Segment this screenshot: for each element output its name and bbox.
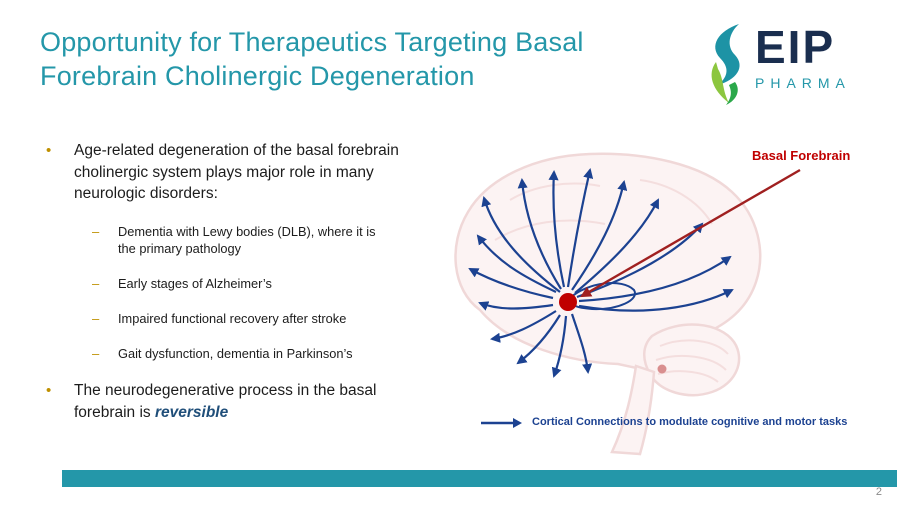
legend: Cortical Connections to modulate cogniti… <box>480 416 880 429</box>
dash-marker: – <box>92 224 100 240</box>
logo-pharma-text: PHARMA <box>755 74 851 91</box>
eip-pharma-logo: EIP PHARMA <box>703 22 851 106</box>
brain-outline <box>454 152 762 456</box>
bullet-marker: • <box>46 142 52 159</box>
legend-arrow-icon <box>481 417 522 428</box>
sub-bullet-item: – Impaired functional recovery after str… <box>92 310 420 328</box>
logo-text: EIP PHARMA <box>755 22 851 91</box>
bullet-item-main-1: • Age-related degeneration of the basal … <box>40 140 420 205</box>
logo-swoosh-icon <box>711 24 740 105</box>
sub-bullet-item: – Gait dysfunction, dementia in Parkinso… <box>92 345 420 363</box>
dash-marker: – <box>92 345 100 361</box>
bullet-text-prefix: The neurodegenerative process in the bas… <box>74 382 377 421</box>
dash-marker: – <box>92 275 100 291</box>
basal-forebrain-pointer-arrow <box>580 168 801 298</box>
sub-bullet-list: – Dementia with Lewy bodies (DLB), where… <box>92 223 420 363</box>
bullet-list: • Age-related degeneration of the basal … <box>40 140 420 424</box>
basal-forebrain-label: Basal Forebrain <box>752 148 851 163</box>
brainstem-dot <box>657 364 667 374</box>
bullet-marker: • <box>46 382 52 400</box>
cholinergic-arrows <box>468 168 734 378</box>
bullet-text-emphasis: reversible <box>154 403 229 421</box>
footer-bar <box>62 470 897 487</box>
sub-bullet-item: – Early stages of Alzheimer’s <box>92 275 420 293</box>
sub-bullet-text: Early stages of Alzheimer’s <box>118 275 272 291</box>
bullet-text: The neurodegenerative process in the bas… <box>74 380 404 423</box>
sub-bullet-text: Impaired functional recovery after strok… <box>118 310 347 326</box>
page-title: Opportunity for Therapeutics Targeting B… <box>40 27 584 91</box>
dash-marker: – <box>92 310 100 326</box>
bullet-text: Age-related degeneration of the basal fo… <box>74 142 399 203</box>
logo-eip-text: EIP <box>755 21 836 73</box>
legend-text: Cortical Connections to modulate cogniti… <box>532 416 848 428</box>
page-number: 2 <box>875 486 882 498</box>
basal-forebrain-dot <box>559 293 577 311</box>
sub-bullet-text: Dementia with Lewy bodies (DLB), where i… <box>118 224 376 257</box>
sub-bullet-text: Gait dysfunction, dementia in Parkinson’… <box>118 345 353 361</box>
sub-bullet-item: – Dementia with Lewy bodies (DLB), where… <box>92 223 420 258</box>
bullet-item-main-2: • The neurodegenerative process in the b… <box>40 380 420 423</box>
